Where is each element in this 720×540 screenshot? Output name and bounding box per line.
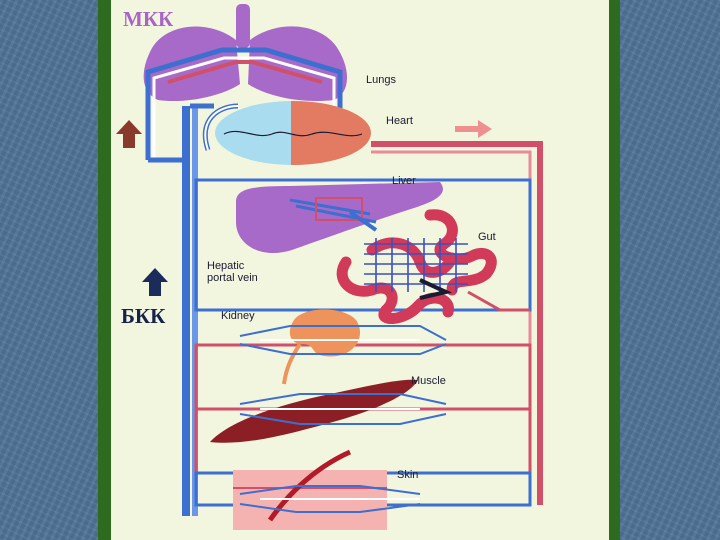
heart [202,101,371,165]
mkk-label: МКК [123,7,174,31]
hepatic-portal-label-line2: portal vein [207,272,258,284]
liver-label: Liver [392,175,416,187]
heart-label: Heart [386,115,413,127]
kidney [239,309,447,385]
gut-artery [467,290,530,312]
muscle [210,379,447,443]
pink-arrow-icon [455,120,492,138]
muscle-label: Muscle [411,375,446,387]
gut-capillaries [364,238,468,300]
liver [236,182,443,254]
lungs [143,4,347,102]
bkk-label: БКК [121,304,166,328]
lungs-label: Lungs [366,74,396,86]
skin-label: Skin [397,469,418,481]
brown-up-arrow-icon [116,120,142,148]
hepatic-portal-label-line1: Hepatic [207,260,245,272]
gut [336,209,497,325]
pulmonary-vessels [145,47,343,160]
skin [233,449,421,530]
hepatic-portal-vein [348,210,378,232]
gut-label: Gut [478,231,496,243]
kidney-label: Kidney [221,310,255,322]
navy-up-arrow-icon [142,268,168,296]
